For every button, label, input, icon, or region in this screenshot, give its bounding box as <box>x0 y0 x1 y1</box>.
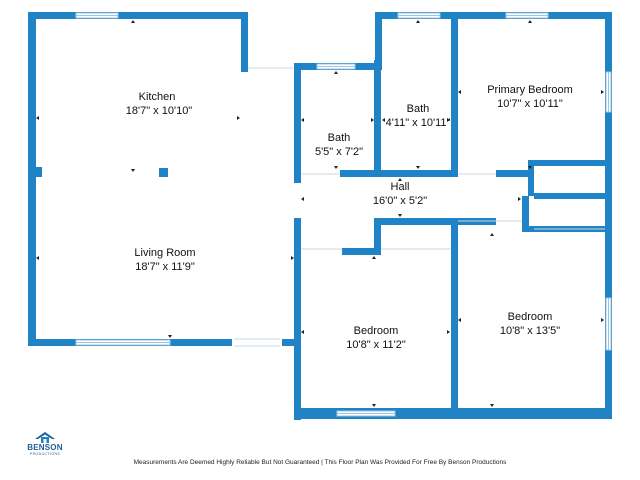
tick <box>301 118 304 122</box>
house-logo-icon <box>35 432 55 443</box>
tick <box>291 256 294 260</box>
wall <box>374 218 496 225</box>
tick <box>168 335 172 338</box>
bedroom2-name: Bedroom <box>508 311 553 323</box>
brand-logo: BENSON PRODUCTIONS <box>22 432 68 456</box>
tick <box>518 197 521 201</box>
wall <box>374 60 381 177</box>
windows <box>75 12 612 417</box>
kitchen-name: Kitchen <box>139 91 176 103</box>
tick <box>301 330 304 334</box>
wall <box>342 248 381 255</box>
tick <box>458 318 461 322</box>
tick <box>372 404 376 407</box>
tick <box>416 166 420 169</box>
tick <box>372 256 376 259</box>
tick <box>447 330 450 334</box>
room-labels: Kitchen 18'7" x 10'10" Living Room 18'7"… <box>126 84 573 351</box>
tick <box>131 20 135 23</box>
tick <box>528 166 532 169</box>
bath2-name: Bath <box>407 103 430 115</box>
tick <box>458 90 461 94</box>
doorway <box>232 338 282 347</box>
tick <box>490 233 494 236</box>
wall <box>375 12 382 70</box>
tick <box>334 166 338 169</box>
living-room-size: 18'7" x 11'9" <box>135 261 195 273</box>
wall <box>241 12 248 72</box>
openings <box>232 67 605 347</box>
tick <box>371 118 374 122</box>
tick <box>447 118 450 122</box>
wall <box>528 160 534 196</box>
wall <box>605 12 612 419</box>
wall <box>34 167 42 177</box>
tick <box>36 256 39 260</box>
hall-name: Hall <box>391 181 410 193</box>
tick <box>601 318 604 322</box>
kitchen-size: 18'7" x 10'10" <box>126 105 193 117</box>
tick <box>416 20 420 23</box>
tick <box>601 90 604 94</box>
primary-bedroom-name: Primary Bedroom <box>487 84 573 96</box>
bath1-size: 5'5" x 7'2" <box>315 146 363 158</box>
living-room-name: Living Room <box>134 247 195 259</box>
tick <box>382 118 385 122</box>
bath2-size: 4'11" x 10'11" <box>386 117 451 129</box>
tick <box>528 20 532 23</box>
wall <box>451 218 458 419</box>
footer-disclaimer: Measurements Are Deemed Highly Reliable … <box>133 459 507 466</box>
tick <box>36 116 39 120</box>
bath1-name: Bath <box>328 132 351 144</box>
logo-name: BENSON <box>27 443 63 452</box>
tick <box>237 116 240 120</box>
wall <box>375 12 612 19</box>
wall <box>451 12 458 177</box>
wall <box>294 218 301 420</box>
bedroom1-name: Bedroom <box>354 325 399 337</box>
tick <box>398 214 402 217</box>
wall <box>159 168 168 177</box>
tick <box>301 197 304 201</box>
wall <box>340 170 458 177</box>
tick <box>131 169 135 172</box>
wall <box>294 63 301 183</box>
tick <box>334 71 338 74</box>
wall <box>28 12 248 19</box>
walls <box>28 12 612 420</box>
bedroom2-size: 10'8" x 13'5" <box>500 325 560 337</box>
dimension-ticks <box>36 20 604 407</box>
wall <box>28 12 36 346</box>
hall-size: 16'0" x 5'2" <box>373 195 427 207</box>
logo-subtitle: PRODUCTIONS <box>29 452 61 456</box>
wall <box>496 170 528 177</box>
tick <box>398 178 402 181</box>
primary-bedroom-size: 10'7" x 10'11" <box>497 98 563 110</box>
wall <box>374 218 381 254</box>
bedroom1-size: 10'8" x 11'2" <box>346 339 406 351</box>
wall <box>534 160 612 166</box>
wall <box>534 193 612 199</box>
tick <box>490 404 494 407</box>
wall <box>522 196 529 232</box>
